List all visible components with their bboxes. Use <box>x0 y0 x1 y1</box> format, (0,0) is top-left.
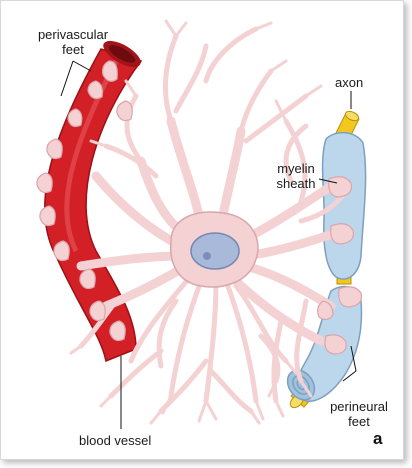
label-myelin-line1: myelin <box>277 161 315 176</box>
label-myelin-sheath: myelin sheath <box>271 161 321 191</box>
perineural-endfeet <box>317 176 363 355</box>
label-axon: axon <box>335 75 364 90</box>
label-myelin-line2: sheath <box>276 176 316 191</box>
nucleus <box>190 232 240 270</box>
leader-lines <box>60 60 357 429</box>
label-perivascular-line2: feet <box>62 42 84 57</box>
astrocyte-cell-body <box>169 211 259 288</box>
figure-frame: perivascular feet axon myelin sheath per… <box>0 0 404 460</box>
label-perineural-line2: feet <box>348 414 370 429</box>
label-perineural-line1: perineural <box>330 399 388 414</box>
astrocyte-illustration <box>36 19 367 429</box>
label-perivascular-line1: perivascular <box>37 27 109 42</box>
perivascular-endfeet <box>36 60 133 342</box>
label-perivascular-feet: perivascular feet <box>29 27 117 57</box>
panel-letter: a <box>373 429 383 448</box>
label-blood-vessel: blood vessel <box>79 433 152 448</box>
label-perineural-feet: perineural feet <box>321 399 397 429</box>
